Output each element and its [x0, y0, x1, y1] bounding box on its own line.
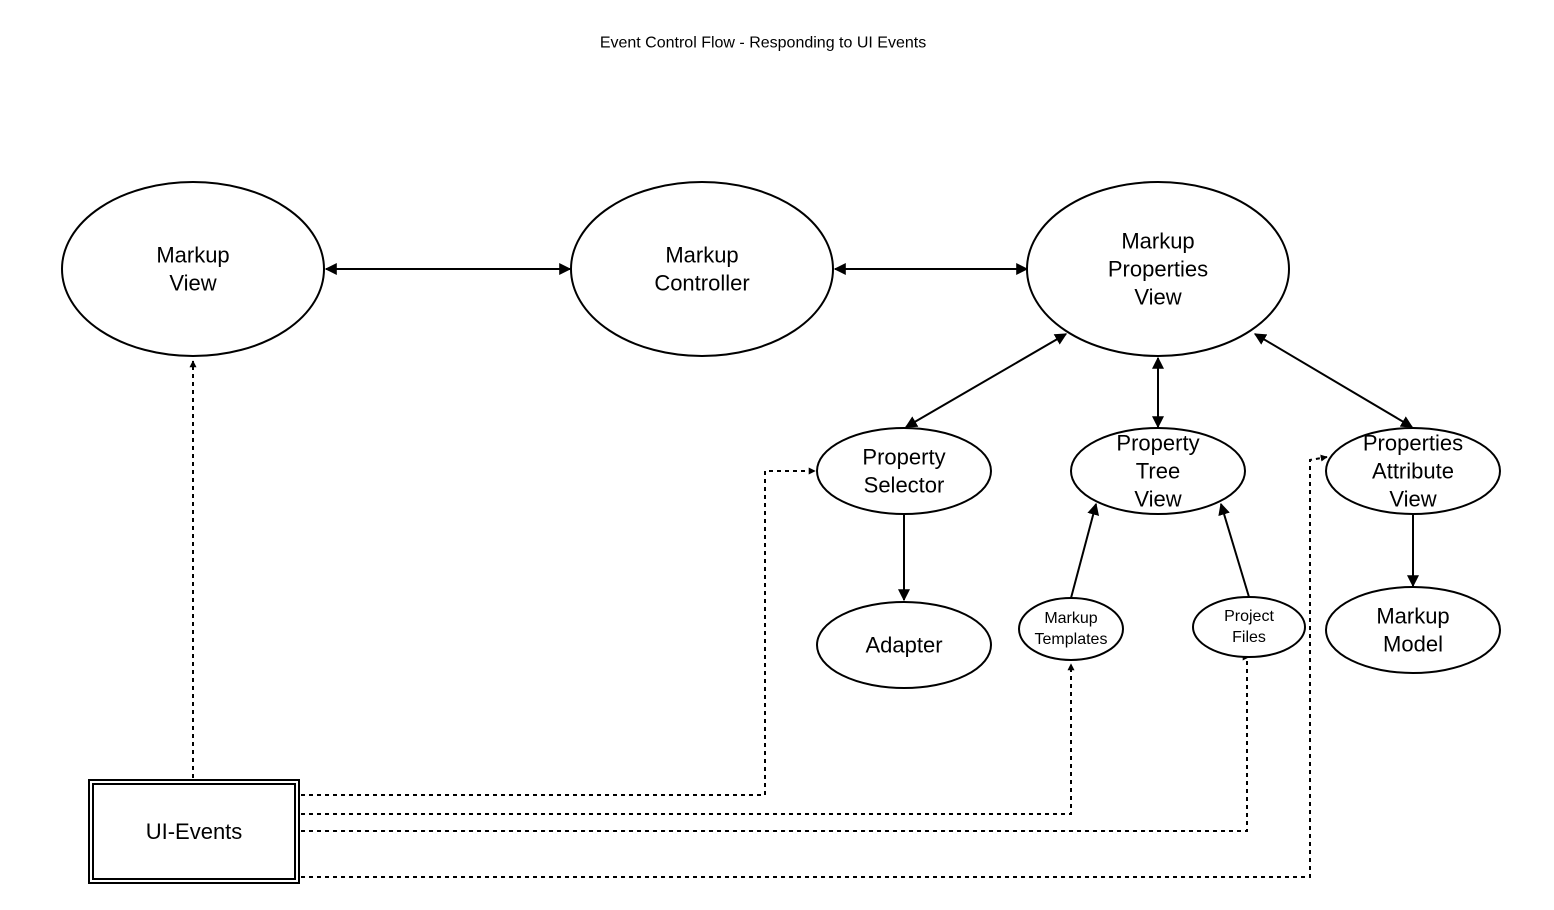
- properties-attribute-view-label-line: View: [1389, 487, 1436, 512]
- markup-model-ellipse: [1325, 586, 1501, 674]
- property-tree-view-label-line: View: [1134, 487, 1181, 512]
- property-selector-label-line: Property: [862, 445, 945, 470]
- nodes-layer: MarkupViewMarkupControllerMarkupProperti…: [61, 181, 1501, 884]
- edge-markup-templates-to-property-tree-view: [1070, 502, 1100, 599]
- markup-view-ellipse: [61, 181, 325, 357]
- project-files-label-line: Files: [1232, 629, 1266, 646]
- node-ui-events: UI-Events: [88, 779, 300, 884]
- markup-model-label-line: Markup: [1376, 604, 1449, 629]
- property-tree-view-ellipse: [1070, 427, 1246, 515]
- edge-project-files-to-property-tree-view: [1218, 502, 1250, 598]
- edges-layer: [189, 263, 1419, 878]
- markup-properties-view-label-line: Properties: [1108, 257, 1208, 282]
- adapter-ellipse: [816, 601, 992, 689]
- adapter-label-line: Adapter: [865, 633, 942, 658]
- property-tree-view-label-line: Property: [1116, 431, 1199, 456]
- property-selector-label-line: Selector: [864, 473, 945, 498]
- edge-ui-events-to-properties-attribute-view: [301, 454, 1328, 878]
- diagram-title: Event Control Flow - Responding to UI Ev…: [600, 35, 926, 52]
- property-selector-ellipse: [816, 427, 992, 515]
- markup-view-label-line: Markup: [156, 243, 229, 268]
- edge-ui-events-to-property-selector: [301, 467, 816, 796]
- markup-properties-view-label-line: View: [1134, 285, 1181, 310]
- markup-templates-label-line: Templates: [1035, 631, 1108, 648]
- edge-markup-properties-view-to-property-selector: [904, 333, 1068, 428]
- edge-ui-events-to-markup-templates: [301, 663, 1075, 815]
- markup-properties-view-ellipse: [1026, 181, 1290, 357]
- properties-attribute-view-label-line: Attribute: [1372, 459, 1454, 484]
- edge-ui-events-to-project-files: [301, 653, 1250, 832]
- project-files-ellipse: [1192, 596, 1306, 658]
- node-adapter: Adapter: [816, 601, 992, 689]
- markup-model-label-line: Model: [1383, 632, 1443, 657]
- markup-controller-ellipse: [570, 181, 834, 357]
- markup-templates-label-line: Markup: [1044, 610, 1097, 627]
- ui-events-label-line: UI-Events: [146, 819, 243, 844]
- properties-attribute-view-label-line: Properties: [1363, 431, 1463, 456]
- markup-view-label-line: View: [169, 271, 216, 296]
- markup-properties-view-label-line: Markup: [1121, 229, 1194, 254]
- ui-events-inner-border: [92, 783, 296, 880]
- markup-controller-label-line: Controller: [654, 271, 749, 296]
- properties-attribute-view-ellipse: [1325, 427, 1501, 515]
- property-tree-view-label-line: Tree: [1136, 459, 1180, 484]
- markup-templates-ellipse: [1018, 597, 1124, 661]
- edge-markup-properties-view-to-properties-attribute-view: [1253, 333, 1414, 428]
- project-files-label-line: Project: [1224, 608, 1274, 625]
- markup-controller-label-line: Markup: [665, 243, 738, 268]
